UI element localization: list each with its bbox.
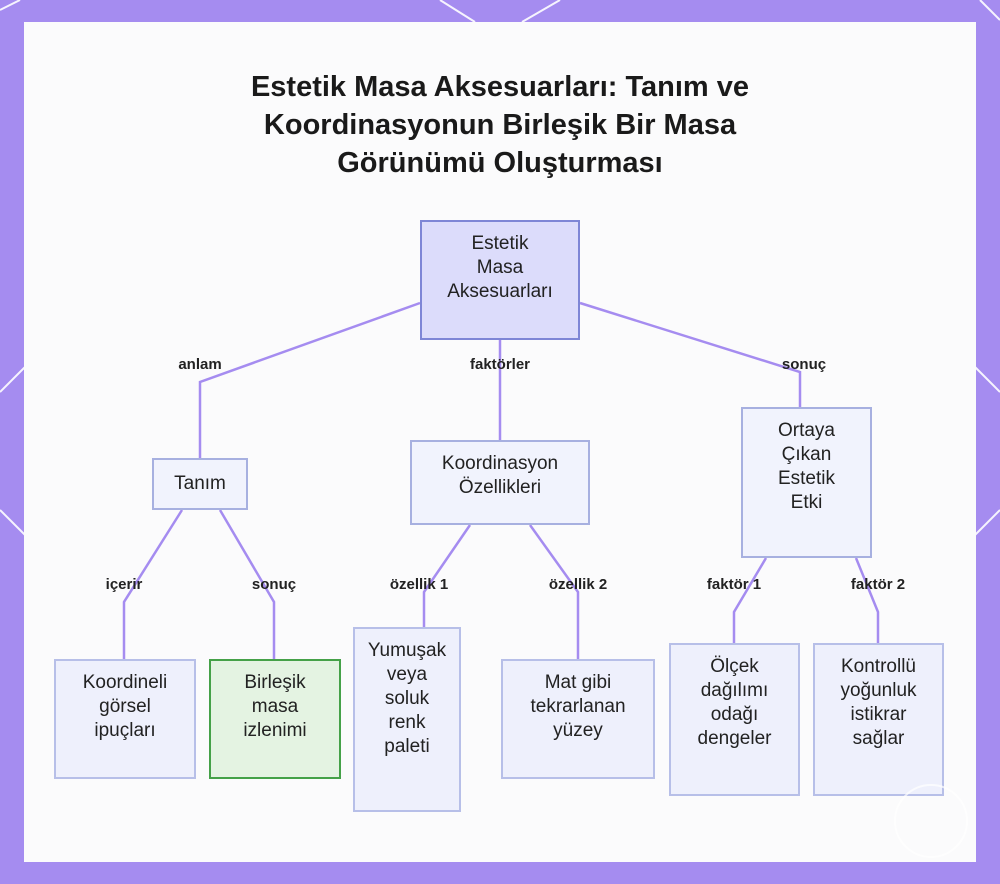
node-text-line: veya	[368, 663, 446, 687]
node-ortaya-cikan-estetik-etki: Ortaya Çıkan Estetik Etki	[741, 407, 872, 558]
node-text-line: dağılımı	[698, 679, 772, 703]
edge-label-sonuc-left: sonuç	[252, 576, 296, 593]
node-text-line: Masa	[447, 256, 553, 280]
node-text-line: Ölçek	[698, 655, 772, 679]
node-text-line: Koordineli	[83, 671, 168, 695]
node-text-line: ipuçları	[83, 719, 168, 743]
node-text-line: Estetik	[447, 232, 553, 256]
edge-koordinasyon-yuzey	[530, 525, 578, 672]
node-text-line: renk	[368, 711, 446, 735]
edge-root-etki	[580, 303, 800, 407]
node-text-line: Kontrollü	[840, 655, 916, 679]
node-text-line: dengeler	[698, 727, 772, 751]
edge-label-icerir: içerir	[106, 576, 143, 593]
node-text-line: istikrar	[840, 703, 916, 727]
node-text-line: izlenimi	[243, 719, 306, 743]
node-text-line: Aksesuarları	[447, 280, 553, 304]
edge-label-anlam: anlam	[178, 356, 221, 373]
edge-label-faktorler: faktörler	[470, 356, 530, 373]
edge-label-ozellik2: özellik 2	[549, 576, 607, 593]
node-text-line: Mat gibi	[530, 671, 625, 695]
node-koordineli-gorsel-ipuclari: Koordineli görsel ipuçları	[54, 659, 196, 779]
edge-label-faktor1: faktör 1	[707, 576, 761, 593]
node-text-line: Etki	[778, 491, 835, 515]
edge-etki-olcek	[734, 558, 766, 643]
node-text-line: odağı	[698, 703, 772, 727]
node-olcek-dagilimi: Ölçek dağılımı odağı dengeler	[669, 643, 800, 796]
diagram-canvas: Estetik Masa Aksesuarları: Tanım ve Koor…	[24, 22, 976, 862]
node-text-line: paleti	[368, 735, 446, 759]
node-mat-tekrarlanan-yuzey: Mat gibi tekrarlanan yüzey	[501, 659, 655, 779]
edge-label-sonuc-top: sonuç	[782, 356, 826, 373]
node-yumusak-renk-paleti: Yumuşak veya soluk renk paleti	[353, 627, 461, 812]
node-text-line: Çıkan	[778, 443, 835, 467]
node-text-line: Tanım	[174, 472, 226, 496]
node-text-line: sağlar	[840, 727, 916, 751]
node-kontrollu-yogunluk: Kontrollü yoğunluk istikrar sağlar	[813, 643, 944, 796]
node-koordinasyon-ozellikleri: Koordinasyon Özellikleri	[410, 440, 590, 525]
node-text-line: Ortaya	[778, 419, 835, 443]
node-text-line: Özellikleri	[442, 476, 558, 500]
edge-label-faktor2: faktör 2	[851, 576, 905, 593]
edge-root-tanim	[200, 303, 420, 458]
node-estetik-masa-aksesuarlari: Estetik Masa Aksesuarları	[420, 220, 580, 340]
node-text-line: tekrarlanan	[530, 695, 625, 719]
node-text-line: Birleşik	[243, 671, 306, 695]
node-tanim: Tanım	[152, 458, 248, 510]
edge-label-ozellik1: özellik 1	[390, 576, 448, 593]
node-text-line: Koordinasyon	[442, 452, 558, 476]
node-text-line: Estetik	[778, 467, 835, 491]
node-text-line: Yumuşak	[368, 639, 446, 663]
node-text-line: yoğunluk	[840, 679, 916, 703]
node-birlesik-masa-izlenimi: Birleşik masa izlenimi	[209, 659, 341, 779]
node-text-line: masa	[243, 695, 306, 719]
edge-etki-yogunluk	[856, 558, 878, 643]
node-text-line: soluk	[368, 687, 446, 711]
node-text-line: yüzey	[530, 719, 625, 743]
watermark-logo-icon	[894, 784, 968, 858]
node-text-line: görsel	[83, 695, 168, 719]
